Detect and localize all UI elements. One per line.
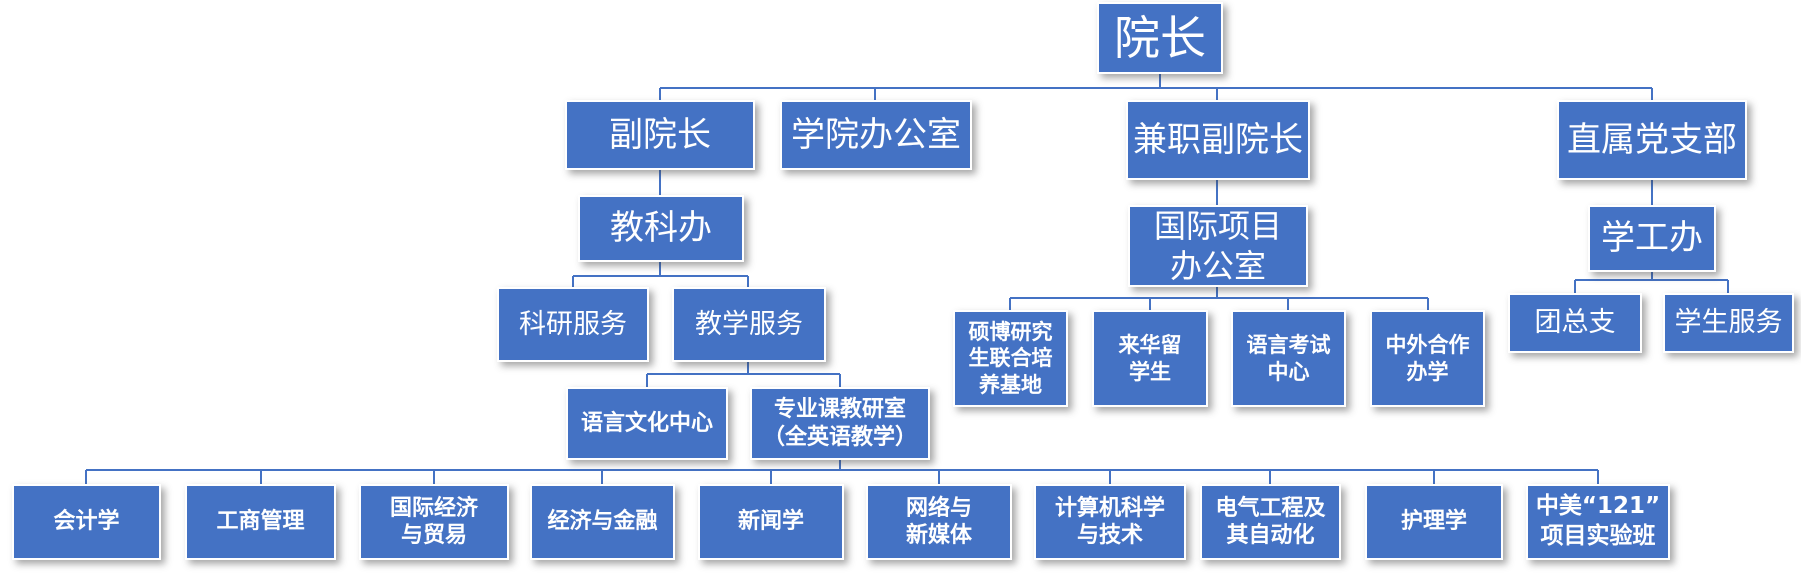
student-service-box: 学生服务: [1663, 293, 1794, 353]
major-box: 中美“121” 项目实验班: [1526, 484, 1670, 560]
intl-students-box: 来华留 学生: [1092, 310, 1208, 407]
academic-affairs-office-box: 教科办: [578, 195, 744, 262]
party-branch-box: 直属党支部: [1557, 100, 1747, 180]
major-box: 会计学: [12, 484, 161, 560]
major-box: 计算机科学 与技术: [1034, 484, 1186, 560]
major-box: 工商管理: [185, 484, 336, 560]
teaching-research-office-box: 专业课教研室 （全英语教学）: [750, 387, 930, 460]
major-box: 新闻学: [698, 484, 844, 560]
joint-training-base-box: 硕博研究 生联合培 养基地: [953, 310, 1068, 407]
major-box: 电气工程及 其自动化: [1200, 484, 1341, 560]
teaching-service-box: 教学服务: [672, 287, 826, 362]
major-box: 网络与 新媒体: [866, 484, 1012, 560]
major-box: 护理学: [1365, 484, 1503, 560]
college-office-box: 学院办公室: [780, 100, 972, 170]
language-culture-center-box: 语言文化中心: [566, 387, 728, 460]
language-test-center-box: 语言考试 中心: [1231, 310, 1346, 407]
research-service-box: 科研服务: [497, 287, 649, 362]
youth-league-branch-box: 团总支: [1508, 293, 1642, 353]
major-box: 国际经济 与贸易: [359, 484, 509, 560]
major-box: 经济与金融: [530, 484, 675, 560]
student-affairs-office-box: 学工办: [1588, 205, 1716, 272]
vice-dean-box: 副院长: [565, 100, 755, 170]
parttime-vice-dean-box: 兼职副院长: [1126, 100, 1310, 180]
intl-project-office-box: 国际项目 办公室: [1128, 205, 1308, 287]
dean-box: 院长: [1097, 2, 1223, 74]
joint-programs-box: 中外合作 办学: [1370, 310, 1485, 407]
